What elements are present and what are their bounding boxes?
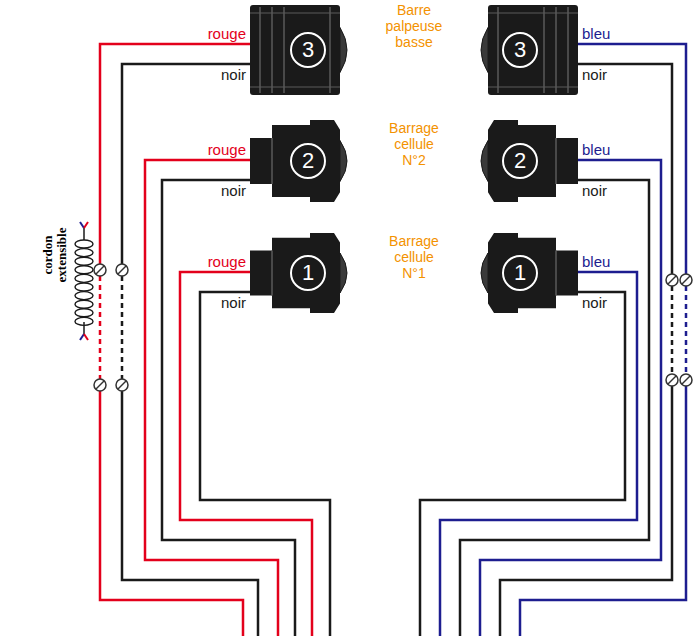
- device-outline: [476, 120, 578, 202]
- black-wire: [460, 180, 649, 636]
- wire-color-label: noir: [221, 294, 246, 311]
- wire-color-label: noir: [221, 66, 246, 83]
- coil-winding: [75, 317, 93, 325]
- black-wire: [121, 276, 124, 379]
- coil-winding: [75, 240, 93, 248]
- wire-color-label: rouge: [208, 253, 246, 270]
- coil-winding: [75, 274, 93, 282]
- red-wire: [99, 276, 102, 379]
- terminal: [666, 374, 678, 386]
- number-ring: [291, 144, 325, 178]
- photocell-unit: 1: [250, 233, 352, 313]
- device-outline: [250, 120, 352, 202]
- black-wire: [200, 292, 330, 636]
- coil-winding: [75, 257, 93, 265]
- number-ring: [291, 256, 325, 290]
- callout-number: 3: [302, 38, 314, 62]
- terminal: [94, 264, 106, 276]
- number-ring: [503, 256, 537, 290]
- black-wire: [500, 64, 672, 636]
- red-wire: [145, 160, 278, 636]
- coil-winding: [75, 309, 93, 317]
- wire-color-label: rouge: [208, 141, 246, 158]
- device-outline: [250, 5, 352, 95]
- safety-edge-unit: 3: [250, 5, 352, 95]
- cord-lead: [83, 322, 85, 334]
- coil-winding: [75, 283, 93, 291]
- photocell-unit: 2: [476, 120, 578, 202]
- device-name: Barrage cellule N°2: [382, 120, 446, 168]
- wire-color-label: bleu: [582, 141, 610, 158]
- terminal: [680, 274, 692, 286]
- wire-color-label: noir: [221, 182, 246, 199]
- device-name: Barre palpeuse basse: [382, 2, 446, 50]
- number-ring: [503, 33, 537, 67]
- safety-edge-unit: 3: [476, 5, 578, 95]
- wire-color-label: bleu: [582, 253, 610, 270]
- photocell-unit: 1: [476, 233, 578, 313]
- device-name: Barrage cellule N°1: [382, 233, 446, 281]
- photocell-unit: 2: [250, 120, 352, 202]
- callout-number: 2: [514, 149, 526, 173]
- black-wire: [122, 64, 260, 636]
- number-ring: [503, 144, 537, 178]
- cord-label: cordon extensible: [41, 215, 69, 295]
- blue-wire: [480, 160, 661, 636]
- number-ring: [291, 33, 325, 67]
- blue-wire: [440, 272, 637, 636]
- cord-tip: [84, 334, 88, 340]
- coil-winding: [75, 292, 93, 300]
- callout-number: 1: [302, 261, 314, 285]
- device-outline: [250, 233, 352, 313]
- cord-tip: [84, 222, 88, 228]
- coil-winding: [75, 249, 93, 257]
- callout-number: 1: [514, 261, 526, 285]
- black-wire: [671, 286, 674, 374]
- blue-wire: [685, 286, 688, 374]
- terminal: [680, 374, 692, 386]
- terminal: [116, 264, 128, 276]
- cord-lead: [83, 228, 85, 240]
- callout-number: 2: [302, 149, 314, 173]
- callout-number: 3: [514, 38, 526, 62]
- extensible-cord: [75, 222, 93, 340]
- terminal: [116, 379, 128, 391]
- device-outline: [476, 5, 578, 95]
- wire-color-label: noir: [582, 66, 607, 83]
- terminal: [666, 274, 678, 286]
- wire-color-label: noir: [582, 182, 607, 199]
- coil-winding: [75, 266, 93, 274]
- coil-winding: [75, 300, 93, 308]
- terminal-group: [94, 264, 692, 391]
- terminal: [94, 379, 106, 391]
- wire-color-label: noir: [582, 294, 607, 311]
- device-outline: [476, 233, 578, 313]
- black-wire: [420, 292, 625, 636]
- wire-color-label: rouge: [208, 25, 246, 42]
- wire-color-label: bleu: [582, 25, 610, 42]
